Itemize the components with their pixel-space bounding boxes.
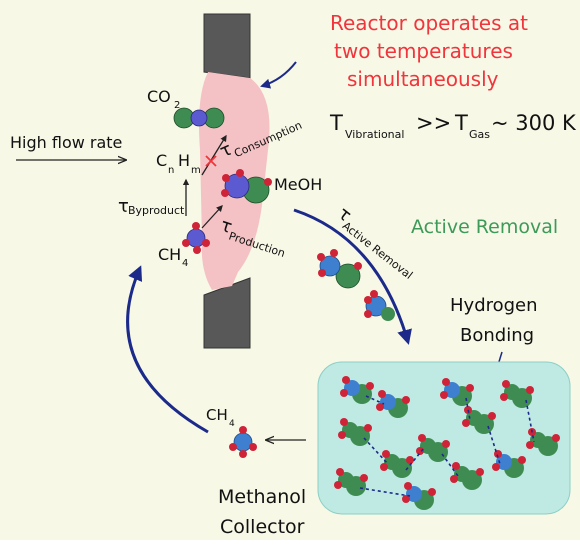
cnhm-m: m (191, 165, 201, 176)
consumption-arrow (201, 134, 227, 176)
hydrogen-bond-line (465, 397, 471, 421)
hydrogen-label-1: Hydrogen (450, 295, 538, 316)
ch4-molecule-reactor (182, 222, 210, 254)
top-electrode (203, 13, 251, 79)
bottom-strip (0, 540, 580, 546)
consumption-cross (205, 155, 217, 167)
co2-subscript: 2 (174, 100, 180, 111)
ch4-molecule-bottom (229, 426, 257, 458)
meoh-label: MeOH (274, 175, 322, 194)
hydrogen-bond-line (405, 447, 425, 471)
collector-methanol-molecule (492, 450, 526, 478)
production-arrow (201, 205, 223, 229)
hydrogen-bond-line (359, 487, 411, 497)
collector-methanol-molecule (526, 428, 560, 456)
meoh-molecule-transit-2 (364, 290, 395, 321)
ch4-subscript: 4 (182, 258, 188, 269)
tau-byproduct-sub: Byproduct (128, 204, 185, 217)
tau-byproduct-symbol: τ (118, 196, 129, 217)
high-flow-rate-label: High flow rate (10, 133, 122, 152)
hydrogen-label-2: Bonding (460, 325, 534, 346)
recycle-arrow (126, 265, 209, 434)
cnhm-h: H (178, 151, 190, 170)
collector-label-2: Collector (220, 516, 305, 538)
bottom-electrode (203, 277, 251, 349)
note-line-3: simultaneously (347, 67, 499, 91)
t-gas-symbol: T (454, 111, 468, 135)
collector-methanol-molecule (402, 482, 436, 510)
much-greater-sign: >> (416, 111, 451, 135)
collector-methanol-molecule (380, 450, 414, 478)
cnhm-c: C (156, 151, 167, 170)
collector-methanol-molecule (416, 434, 450, 462)
collector-label-1: Methanol (218, 486, 306, 508)
ch4-bottom-subscript: 4 (229, 419, 235, 429)
collector-methanol-molecule (334, 468, 368, 496)
note-line-2: two temperatures (334, 39, 513, 63)
collector-methanol-molecule (338, 418, 372, 446)
t-vibrational-sub: Vibrational (345, 128, 404, 141)
hydrogen-bond-line (487, 425, 501, 465)
ch4-bottom-label: CH (206, 406, 228, 424)
active-removal-arrow (293, 208, 412, 345)
collector-methanol-molecule (340, 376, 374, 404)
co2-molecule (173, 107, 225, 129)
collector-methanol-molecule (440, 378, 474, 406)
t-vibrational-symbol: T (329, 111, 343, 135)
co2-label: CO (147, 87, 171, 106)
collector-methanol-molecule (462, 406, 496, 434)
cnhm-n: n (168, 165, 174, 176)
active-removal-label: Active Removal (411, 216, 558, 238)
collector-molecules (334, 376, 560, 510)
hydrogen-bond-line (441, 453, 459, 477)
temperature-relation: T Vibrational >> T Gas ~ 300 K (329, 111, 577, 141)
note-line-1: Reactor operates at (330, 11, 528, 35)
meoh-molecule-reactor (221, 169, 272, 204)
approx-300k: ~ 300 K (491, 111, 577, 135)
collector-methanol-molecule (450, 462, 484, 490)
note-arrow (260, 61, 297, 89)
t-gas-sub: Gas (469, 128, 490, 141)
collector-methanol-molecule (500, 380, 534, 408)
meoh-molecule-transit (317, 249, 362, 289)
ch4-label: CH (158, 245, 181, 264)
collector-methanol-molecule (376, 390, 410, 418)
hydrogen-bond-lines (359, 395, 535, 497)
hydrogen-bond-line (525, 399, 535, 443)
